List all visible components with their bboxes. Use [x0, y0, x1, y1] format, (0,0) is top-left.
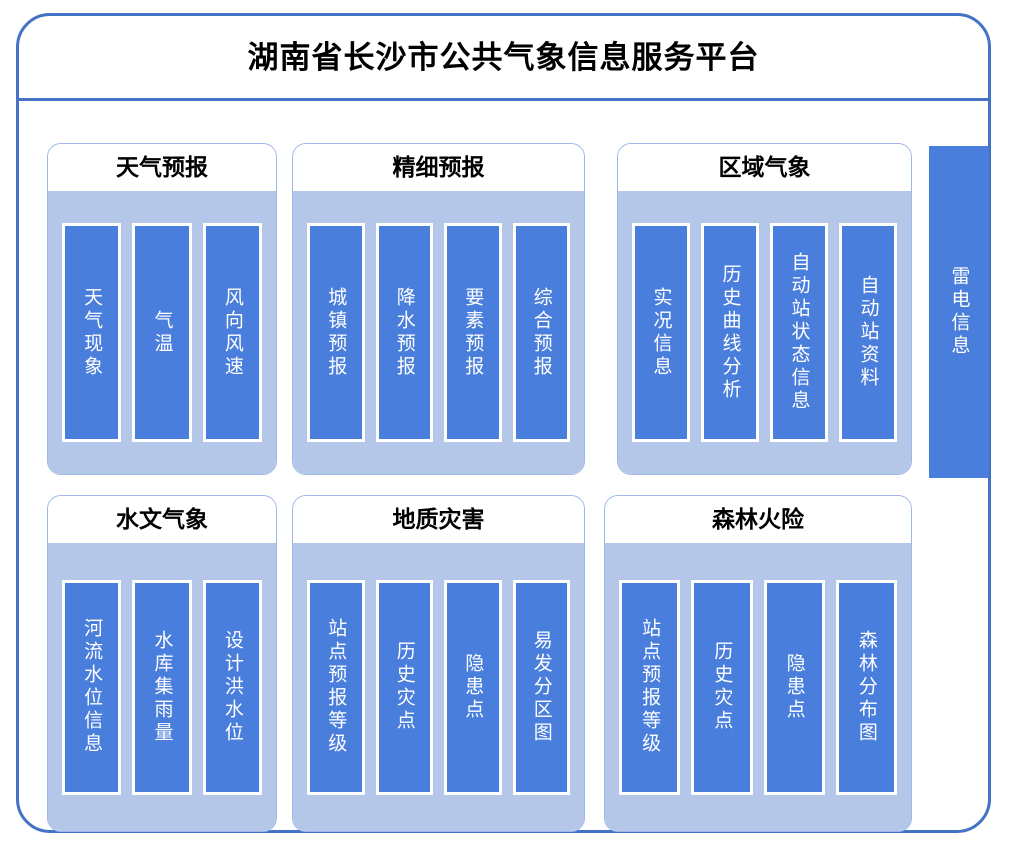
module-header: 森林火险 — [605, 496, 911, 543]
module-item-label: 隐患点 — [462, 652, 484, 722]
module-panel-fine-forecast[interactable]: 精细预报 城镇预报 降水预报 要素预报 综合预报 — [292, 143, 585, 475]
module-title: 天气预报 — [116, 154, 208, 180]
module-item-label: 降水预报 — [393, 286, 415, 379]
module-item[interactable]: 水库集雨量 — [132, 579, 192, 795]
module-items: 站点预报等级 历史灾点 隐患点 易发分区图 — [293, 543, 584, 831]
module-item-label: 天气现象 — [81, 286, 103, 379]
module-item-label: 综合预报 — [530, 286, 552, 379]
module-item[interactable]: 隐患点 — [444, 579, 502, 795]
module-item[interactable]: 气温 — [132, 223, 192, 442]
module-panel-geological-disaster[interactable]: 地质灾害 站点预报等级 历史灾点 隐患点 易发分区图 — [292, 495, 585, 832]
module-item[interactable]: 实况信息 — [632, 223, 690, 442]
module-item[interactable]: 站点预报等级 — [619, 579, 681, 795]
module-item-label: 风向风速 — [221, 286, 243, 379]
module-item-label: 气温 — [151, 309, 173, 356]
module-items: 河流水位信息 水库集雨量 设计洪水位 — [48, 543, 276, 831]
module-panel-regional-meteorology[interactable]: 区域气象 实况信息 历史曲线分析 自动站状态信息 自动站资料 — [617, 143, 912, 475]
module-item[interactable]: 城镇预报 — [307, 223, 365, 442]
module-items: 城镇预报 降水预报 要素预报 综合预报 — [293, 191, 584, 474]
module-item[interactable]: 站点预报等级 — [307, 579, 365, 795]
module-item-label: 水库集雨量 — [151, 629, 173, 745]
module-panel-forest-fire-risk[interactable]: 森林火险 站点预报等级 历史灾点 隐患点 森林分布图 — [604, 495, 912, 832]
module-item-label: 自动站资料 — [857, 275, 879, 390]
module-item-label: 设计洪水位 — [221, 629, 243, 745]
module-items: 天气现象 气温 风向风速 — [48, 191, 276, 474]
module-title: 区域气象 — [718, 154, 811, 180]
module-item-label: 历史灾点 — [711, 641, 733, 733]
module-item-label: 历史灾点 — [393, 641, 415, 733]
module-item-label: 站点预报等级 — [639, 618, 661, 756]
module-items: 实况信息 历史曲线分析 自动站状态信息 自动站资料 — [618, 191, 911, 474]
module-title: 精细预报 — [392, 154, 485, 180]
module-item[interactable]: 天气现象 — [62, 223, 122, 442]
module-title: 地质灾害 — [392, 506, 485, 532]
module-title: 森林火险 — [712, 506, 804, 532]
module-item-label: 历史曲线分析 — [719, 263, 741, 402]
module-item-label: 站点预报等级 — [325, 618, 347, 756]
module-header: 地质灾害 — [293, 496, 584, 543]
module-item[interactable]: 风向风速 — [202, 223, 262, 442]
module-item-label: 雷电信息 — [948, 266, 970, 358]
module-item[interactable]: 降水预报 — [375, 223, 433, 442]
module-item[interactable]: 要素预报 — [444, 223, 502, 442]
module-item[interactable]: 自动站资料 — [839, 223, 897, 442]
module-header: 精细预报 — [293, 144, 584, 191]
module-item[interactable]: 自动站状态信息 — [770, 223, 828, 442]
page-title: 湖南省长沙市公共气象信息服务平台 — [247, 39, 760, 75]
module-item-label: 城镇预报 — [325, 286, 347, 379]
module-item[interactable]: 易发分区图 — [512, 579, 570, 795]
module-item[interactable]: 综合预报 — [512, 223, 570, 442]
module-items: 站点预报等级 历史灾点 隐患点 森林分布图 — [605, 543, 911, 831]
module-item[interactable]: 历史灾点 — [375, 579, 433, 795]
module-item[interactable]: 森林分布图 — [835, 579, 897, 795]
module-item[interactable]: 历史曲线分析 — [701, 223, 759, 442]
module-panel-hydrological-meteorology[interactable]: 水文气象 河流水位信息 水库集雨量 设计洪水位 — [47, 495, 277, 832]
module-item[interactable]: 历史灾点 — [691, 579, 753, 795]
module-item-label: 河流水位信息 — [81, 618, 103, 756]
module-item[interactable]: 隐患点 — [763, 579, 825, 795]
module-header: 区域气象 — [618, 144, 911, 191]
module-header: 天气预报 — [48, 144, 276, 191]
module-panel-weather-forecast[interactable]: 天气预报 天气现象 气温 风向风速 — [47, 143, 277, 475]
module-item-lightning-information[interactable]: 雷电信息 — [929, 146, 989, 478]
module-item-label: 隐患点 — [783, 652, 805, 722]
module-item-label: 森林分布图 — [855, 629, 877, 745]
modules-area: 天气预报 天气现象 气温 风向风速 精细预报 城镇预报 — [19, 101, 989, 832]
module-item[interactable]: 设计洪水位 — [202, 579, 262, 795]
title-bar: 湖南省长沙市公共气象信息服务平台 — [19, 16, 988, 101]
module-header: 水文气象 — [48, 496, 276, 543]
module-title: 水文气象 — [116, 506, 208, 532]
module-item-label: 自动站状态信息 — [788, 252, 810, 413]
application-frame: 湖南省长沙市公共气象信息服务平台 天气预报 天气现象 气温 风向风速 — [16, 13, 991, 833]
module-item[interactable]: 河流水位信息 — [62, 579, 122, 795]
module-item-label: 要素预报 — [462, 286, 484, 379]
module-item-label: 易发分区图 — [530, 629, 552, 745]
module-item-label: 实况信息 — [650, 286, 672, 379]
